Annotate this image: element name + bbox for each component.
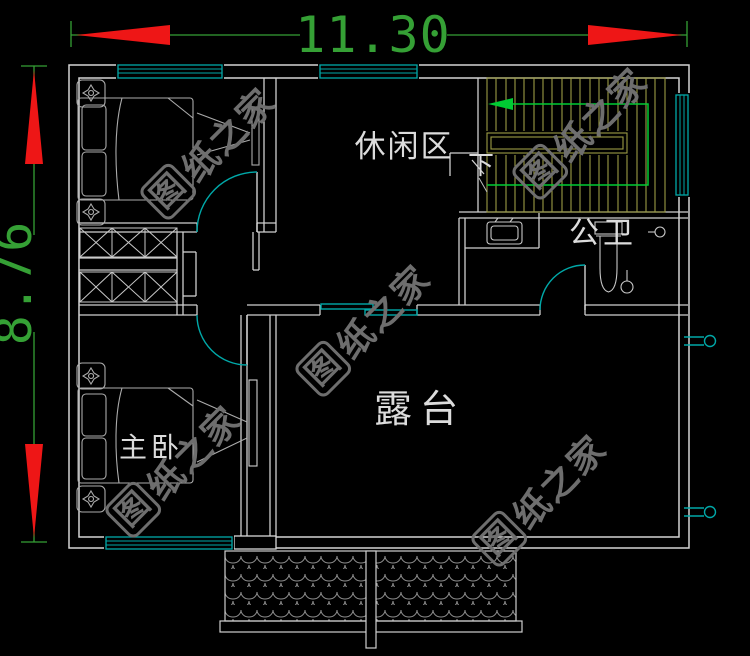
bathroom-fixtures	[486, 217, 666, 294]
toilet	[594, 221, 623, 293]
light-symbol	[620, 270, 634, 294]
doors	[196, 171, 586, 366]
drain-pipe	[684, 505, 717, 519]
dimension-left: 8.76	[0, 65, 47, 543]
stair-arrow-icon	[488, 98, 513, 110]
door-master-bedroom	[196, 314, 248, 366]
bed-double	[77, 97, 194, 201]
hook-symbol	[648, 226, 666, 238]
wardrobe-row	[79, 227, 178, 258]
interior-walls	[79, 78, 688, 550]
arrow-right-icon	[588, 25, 682, 45]
nightstand	[76, 362, 106, 390]
lamp-icon	[81, 489, 101, 509]
tv-panel	[248, 379, 258, 467]
lamp-icon	[81, 202, 101, 222]
wardrobes	[79, 227, 178, 303]
windows	[104, 63, 692, 551]
stairs	[478, 77, 666, 213]
tv-panel	[251, 106, 260, 166]
bed-double	[77, 387, 194, 484]
lamp-icon	[81, 366, 101, 386]
nightstand	[76, 198, 106, 226]
room-labels: 休闲区 下 公卫 露台 主卧	[119, 129, 637, 463]
door-bedroom1	[196, 171, 258, 233]
room-label-master-bedroom: 主卧	[119, 432, 183, 463]
door-bathroom	[539, 264, 586, 311]
window-bedroom1-top	[116, 63, 224, 80]
wardrobe-row	[79, 271, 178, 303]
terrace-drains	[684, 334, 717, 519]
room-label-leisure: 休闲区	[355, 129, 454, 164]
lamp-icon	[81, 83, 101, 103]
dimension-height-label: 8.76	[0, 221, 43, 345]
arrow-down-icon	[25, 444, 43, 538]
arrow-up-icon	[25, 70, 43, 164]
room-label-terrace: 露台	[374, 389, 466, 431]
stair-direction-label: 下	[468, 150, 494, 180]
window-master-bottom	[104, 535, 234, 551]
bedroom1-furniture	[76, 79, 260, 226]
window-leisure-top	[318, 63, 419, 80]
porch-roof	[219, 550, 523, 649]
roof-ridge-divider	[365, 550, 377, 649]
master-bedroom-furniture	[76, 362, 258, 513]
dimension-top: 11.30	[70, 6, 688, 64]
stair-guide-arrow	[487, 98, 649, 186]
nightstand	[76, 485, 106, 513]
nightstand	[76, 79, 106, 108]
dimension-width-label: 11.30	[295, 6, 451, 64]
wash-basin	[486, 217, 523, 245]
window-stairs-right	[674, 93, 692, 197]
drain-pipe	[684, 334, 717, 348]
sliding-door-terrace	[320, 303, 418, 316]
room-label-bathroom: 公卫	[569, 217, 637, 250]
arrow-left-icon	[76, 25, 170, 45]
